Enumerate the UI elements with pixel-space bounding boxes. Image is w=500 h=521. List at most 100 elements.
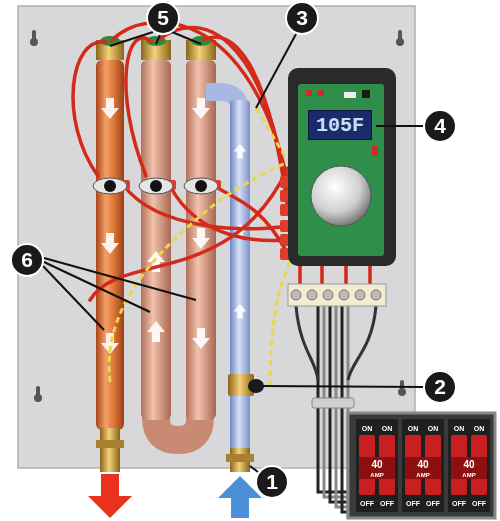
callout-label: 5 <box>146 1 180 35</box>
callout-label: 3 <box>285 1 319 35</box>
controller <box>311 166 371 226</box>
flow-sensor <box>228 374 264 396</box>
back-panel <box>18 6 415 468</box>
breaker-label: ON <box>454 425 465 432</box>
terminal-block <box>288 284 386 306</box>
controller <box>288 68 396 266</box>
flow-sensor <box>248 379 264 393</box>
leader-line <box>250 466 258 472</box>
flow-arrow <box>234 304 247 319</box>
thermal-cutoff <box>93 178 218 194</box>
controller <box>306 90 312 96</box>
breaker-label: 40 <box>371 460 382 470</box>
wire-connector <box>120 176 290 260</box>
leader-line <box>262 386 423 387</box>
thermal-cutoff <box>184 178 218 194</box>
heating-wire <box>344 266 348 284</box>
heating-wire <box>112 22 288 182</box>
breaker-label: ON <box>474 425 485 432</box>
breaker-panel <box>348 413 495 518</box>
breaker-label: OFF <box>406 500 420 507</box>
heating-wire <box>298 266 302 284</box>
heating-wire <box>73 42 106 176</box>
breaker-label: ON <box>382 425 393 432</box>
terminal-block <box>288 284 386 306</box>
ground-wire <box>109 162 288 382</box>
breaker-label: 40 <box>463 460 474 470</box>
callout-label: 6 <box>10 243 44 277</box>
callout-label: 1 <box>255 465 289 499</box>
grommet <box>312 398 354 408</box>
display-readout: 105F <box>309 111 371 139</box>
terminal-block <box>371 290 381 300</box>
thermal-cutoff <box>93 178 127 194</box>
ground-wire <box>256 108 288 160</box>
heating-chamber <box>186 60 216 420</box>
breaker-panel <box>402 419 444 512</box>
flow-arrow <box>192 228 210 249</box>
keyhole <box>398 30 402 42</box>
flow-arrow <box>101 98 119 119</box>
breaker-label: OFF <box>472 500 486 507</box>
callout-circle <box>11 244 43 276</box>
flow-arrow <box>192 328 210 349</box>
breaker-panel <box>356 419 398 512</box>
breaker-tie <box>359 457 395 479</box>
flow-arrow <box>192 98 210 119</box>
leader-line <box>44 262 150 312</box>
leader-line <box>156 35 160 44</box>
breaker-label: ON <box>408 425 419 432</box>
cable <box>296 306 318 380</box>
breaker-label: 40 <box>417 460 428 470</box>
callout-number: 4 <box>423 109 457 143</box>
leader-line <box>256 34 296 108</box>
breaker-tie <box>451 457 487 479</box>
breaker-tie <box>359 457 487 479</box>
leader-line <box>110 32 153 46</box>
breaker-label: ON <box>362 425 373 432</box>
temperature-display: 105F <box>308 110 372 140</box>
callout-circle <box>286 2 318 34</box>
callout-number: 2 <box>423 370 457 404</box>
arrow-out <box>88 474 132 518</box>
leader-line <box>376 125 423 127</box>
fitting <box>96 36 254 472</box>
flow-arrow <box>101 233 119 254</box>
ground-wire <box>270 258 292 386</box>
controller <box>344 92 356 98</box>
fitting <box>96 440 124 448</box>
cold-pipe <box>230 100 250 470</box>
breaker-label: OFF <box>360 500 374 507</box>
thermal-cutoff <box>139 178 173 194</box>
callout-circle <box>147 2 179 34</box>
fitting <box>100 428 120 472</box>
heating-chamber <box>141 60 171 420</box>
callout-number: 5 <box>146 1 180 35</box>
keyhole <box>32 30 36 42</box>
leader-line <box>172 32 201 44</box>
terminal-block <box>355 290 365 300</box>
leader-line <box>44 258 196 300</box>
callout-number: 6 <box>10 243 44 277</box>
arrow-in <box>231 498 249 518</box>
breaker-label: OFF <box>380 500 394 507</box>
heating-wire <box>368 266 372 284</box>
breaker-label: OFF <box>426 500 440 507</box>
heating-wire <box>320 266 324 284</box>
fitting <box>226 454 254 462</box>
breaker-switch <box>359 435 487 495</box>
callout-circle <box>424 110 456 142</box>
terminal-block <box>339 290 349 300</box>
breaker-label: AMP <box>462 472 475 478</box>
leader-line <box>43 32 423 472</box>
arrow-out <box>88 496 132 518</box>
controller <box>288 68 396 266</box>
heating-chamber <box>96 60 216 440</box>
callout-number: 1 <box>255 465 289 499</box>
callout-number: 3 <box>285 1 319 35</box>
controller <box>362 90 370 98</box>
thermal-cutoff <box>104 180 116 192</box>
